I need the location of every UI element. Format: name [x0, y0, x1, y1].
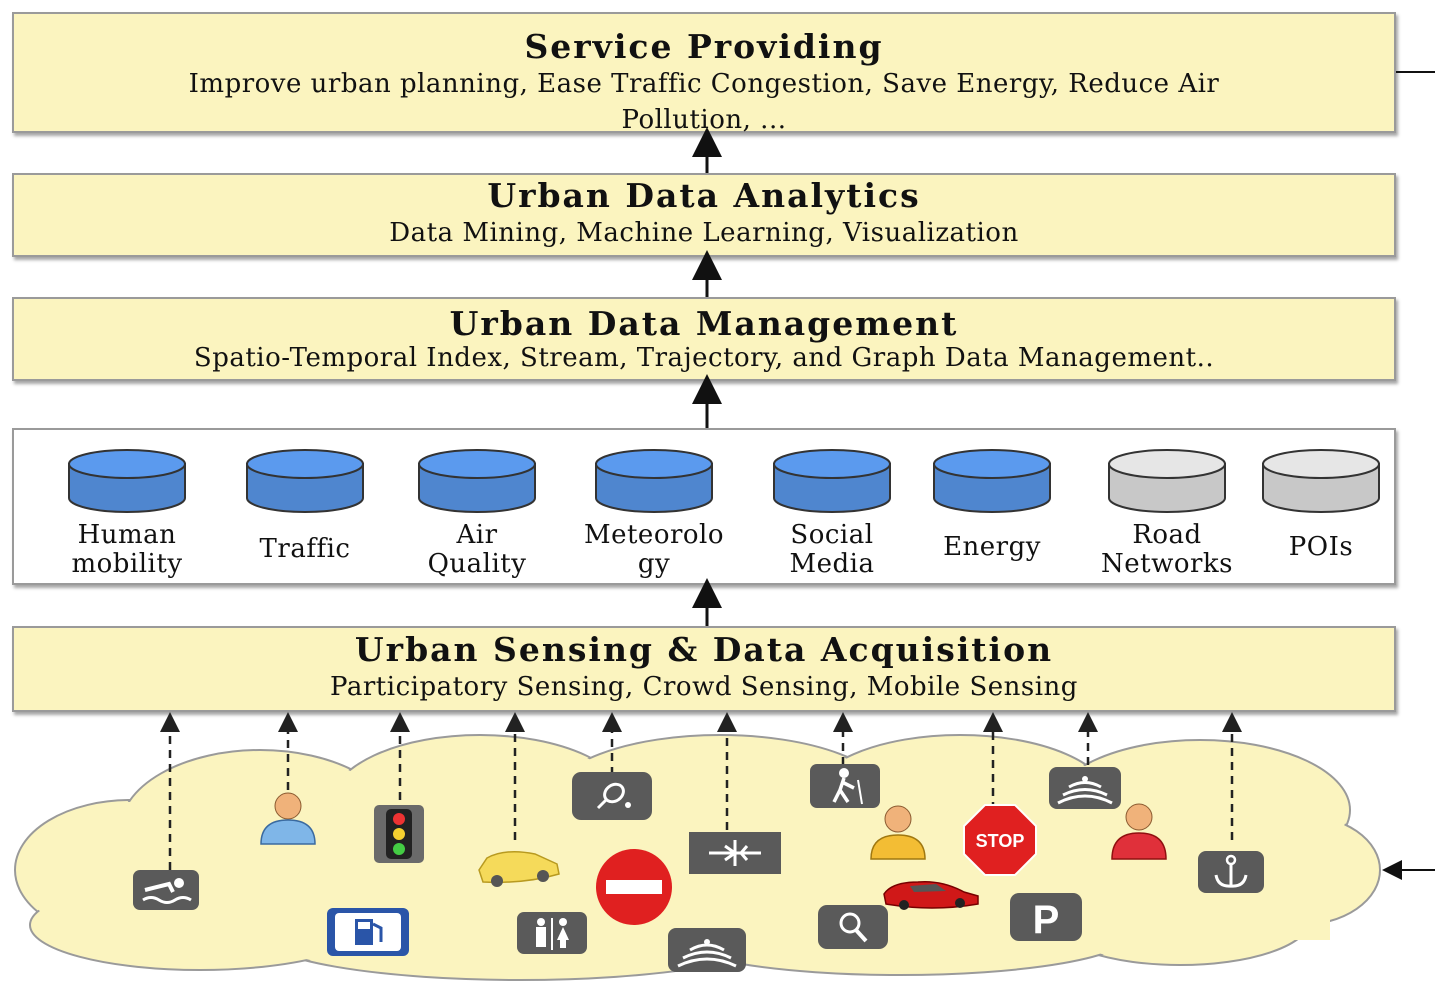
tennis-icon [572, 772, 652, 820]
gas-station-icon [327, 908, 409, 956]
source-air-quality: Air Quality [392, 448, 562, 580]
anchor-icon [1198, 851, 1264, 893]
database-cylinder-icon [773, 449, 891, 513]
source-label-line1: Traffic [259, 534, 351, 564]
source-road-networks: Road Networks [1082, 448, 1252, 580]
wifi-icon [1049, 767, 1121, 809]
source-label-line2: gy [637, 549, 671, 579]
source-label-line2: mobility [71, 549, 183, 579]
database-cylinder-icon [1108, 449, 1226, 513]
service-providing-title: Service Providing [524, 27, 884, 66]
database-cylinder-icon [595, 449, 713, 513]
person-yellow-icon [870, 805, 926, 860]
source-social-media: Social Media [747, 448, 917, 580]
svg-text:P: P [1033, 898, 1060, 942]
sensing-title: Urban Sensing & Data Acquisition [354, 630, 1054, 669]
hiker-icon [810, 764, 880, 808]
source-meteorology: Meteorolo gy [569, 448, 739, 580]
source-label-line1: Energy [943, 532, 1041, 562]
traffic-light-icon [374, 805, 424, 863]
sensing-subtitle: Participatory Sensing, Crowd Sensing, Mo… [330, 672, 1078, 702]
analytics-subtitle: Data Mining, Machine Learning, Visualiza… [389, 218, 1019, 248]
database-cylinder-icon [933, 449, 1051, 513]
management-subtitle: Spatio-Temporal Index, Stream, Trajector… [193, 343, 1215, 373]
source-human-mobility: Human mobility [42, 448, 212, 580]
database-cylinder-icon [68, 449, 186, 513]
wifi-icon [668, 928, 746, 972]
source-pois: POIs [1236, 448, 1406, 563]
source-traffic: Traffic [220, 448, 390, 565]
sensing-arrows [160, 712, 1242, 870]
urban-data-analytics-layer: Urban Data Analytics Data Mining, Machin… [12, 173, 1396, 257]
urban-data-management-layer: Urban Data Management Spatio-Temporal In… [12, 297, 1396, 381]
swimmer-icon [133, 870, 199, 910]
airport-icon [689, 832, 781, 874]
source-label-line1: Human [77, 520, 177, 550]
service-providing-subtitle-line1: Improve urban planning, Ease Traffic Con… [188, 69, 1220, 99]
database-cylinder-icon [1262, 449, 1380, 513]
source-label-line2: Media [789, 549, 875, 579]
car-icon [883, 880, 979, 910]
person-blue-icon [260, 792, 316, 845]
source-label-line1: Air [456, 520, 498, 550]
analytics-title: Urban Data Analytics [487, 176, 921, 215]
parking-icon: P [1010, 893, 1082, 942]
management-title: Urban Data Management [449, 304, 959, 343]
service-providing-layer: Service Providing Improve urban planning… [12, 12, 1396, 135]
no-entry-icon [596, 849, 672, 925]
stop-sign-icon: STOP [963, 804, 1037, 876]
source-label-line1: POIs [1288, 532, 1354, 562]
source-label-line1: Social [790, 520, 874, 550]
taxi-icon [478, 851, 560, 887]
database-cylinder-icon [246, 449, 364, 513]
source-label-line2: Networks [1100, 549, 1234, 579]
restroom-icon [517, 912, 587, 954]
source-label-line1: Road [1132, 520, 1202, 550]
person-red-icon [1111, 803, 1167, 860]
source-label-line1: Meteorolo [583, 520, 725, 550]
source-label-line2: Quality [427, 549, 527, 579]
magnifier-icon [818, 905, 888, 949]
urban-sensing-layer: Urban Sensing & Data Acquisition Partici… [12, 626, 1396, 712]
svg-text:STOP: STOP [976, 831, 1025, 851]
database-cylinder-icon [418, 449, 536, 513]
source-energy: Energy [907, 448, 1077, 563]
